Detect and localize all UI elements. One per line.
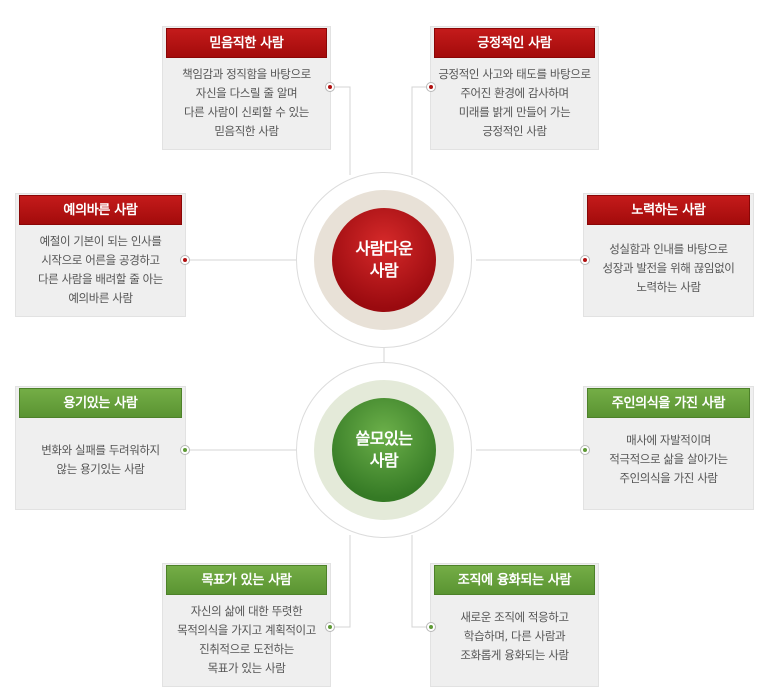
card-goal-desc: 자신의 삶에 대한 뚜렷한 목적의식을 가지고 계획적이고 진취적으로 도전하는… bbox=[177, 604, 316, 675]
card-goal: 목표가 있는 사람 자신의 삶에 대한 뚜렷한 목적의식을 가지고 계획적이고 … bbox=[162, 563, 331, 687]
card-harmony-title: 조직에 융화되는 사람 bbox=[434, 565, 595, 595]
line-positive bbox=[411, 86, 431, 175]
card-effort-title: 노력하는 사람 bbox=[587, 195, 750, 225]
dot-faith-icon bbox=[325, 82, 335, 92]
card-faith-title: 믿음직한 사람 bbox=[166, 28, 327, 58]
line-harmony bbox=[411, 535, 431, 628]
card-courage-title: 용기있는 사람 bbox=[19, 388, 182, 418]
card-positive-desc: 긍정적인 사고와 태도를 바탕으로 주어진 환경에 감사하며 미래를 밝게 만들… bbox=[438, 67, 591, 138]
dot-courage-icon bbox=[180, 445, 190, 455]
card-polite: 예의바른 사람 예절이 기본이 되는 인사를 시작으로 어른을 공경하고 다른 … bbox=[15, 193, 186, 317]
dot-positive-icon bbox=[426, 82, 436, 92]
card-goal-title: 목표가 있는 사람 bbox=[166, 565, 327, 595]
card-ownership-desc: 매사에 자발적이며 적극적으로 삶을 살아가는 주인의식을 가진 사람 bbox=[609, 433, 728, 485]
dot-goal-icon bbox=[325, 622, 335, 632]
dot-polite-icon bbox=[180, 255, 190, 265]
card-faith-desc: 책임감과 정직함을 바탕으로 자신을 다스릴 줄 알며 다른 사람이 신뢰할 수… bbox=[182, 67, 311, 138]
card-positive: 긍정적인 사람 긍정적인 사고와 태도를 바탕으로 주어진 환경에 감사하며 미… bbox=[430, 26, 599, 150]
hub-bottom-label: 쓸모있는 사람 bbox=[332, 398, 436, 502]
card-courage: 용기있는 사람 변화와 실패를 두려워하지 않는 용기있는 사람 bbox=[15, 386, 186, 510]
card-ownership: 주인의식을 가진 사람 매사에 자발적이며 적극적으로 삶을 살아가는 주인의식… bbox=[583, 386, 754, 510]
line-faith bbox=[330, 86, 351, 175]
dot-ownership-icon bbox=[580, 445, 590, 455]
card-polite-title: 예의바른 사람 bbox=[19, 195, 182, 225]
dot-effort-icon bbox=[580, 255, 590, 265]
hub-top-label: 사람다운 사람 bbox=[332, 208, 436, 312]
card-ownership-title: 주인의식을 가진 사람 bbox=[587, 388, 750, 418]
card-polite-desc: 예절이 기본이 되는 인사를 시작으로 어른을 공경하고 다른 사람을 배려할 … bbox=[37, 234, 163, 305]
line-goal bbox=[330, 535, 351, 628]
card-harmony-desc: 새로운 조직에 적응하고 학습하며, 다른 사람과 조화롭게 융화되는 사람 bbox=[460, 610, 569, 662]
card-effort-desc: 성실함과 인내를 바탕으로 성장과 발전을 위해 끊임없이 노력하는 사람 bbox=[602, 242, 735, 294]
card-positive-title: 긍정적인 사람 bbox=[434, 28, 595, 58]
card-harmony: 조직에 융화되는 사람 새로운 조직에 적응하고 학습하며, 다른 사람과 조화… bbox=[430, 563, 599, 687]
dot-harmony-icon bbox=[426, 622, 436, 632]
card-courage-desc: 변화와 실패를 두려워하지 않는 용기있는 사람 bbox=[41, 443, 160, 476]
card-faith: 믿음직한 사람 책임감과 정직함을 바탕으로 자신을 다스릴 줄 알며 다른 사… bbox=[162, 26, 331, 150]
card-effort: 노력하는 사람 성실함과 인내를 바탕으로 성장과 발전을 위해 끊임없이 노력… bbox=[583, 193, 754, 317]
